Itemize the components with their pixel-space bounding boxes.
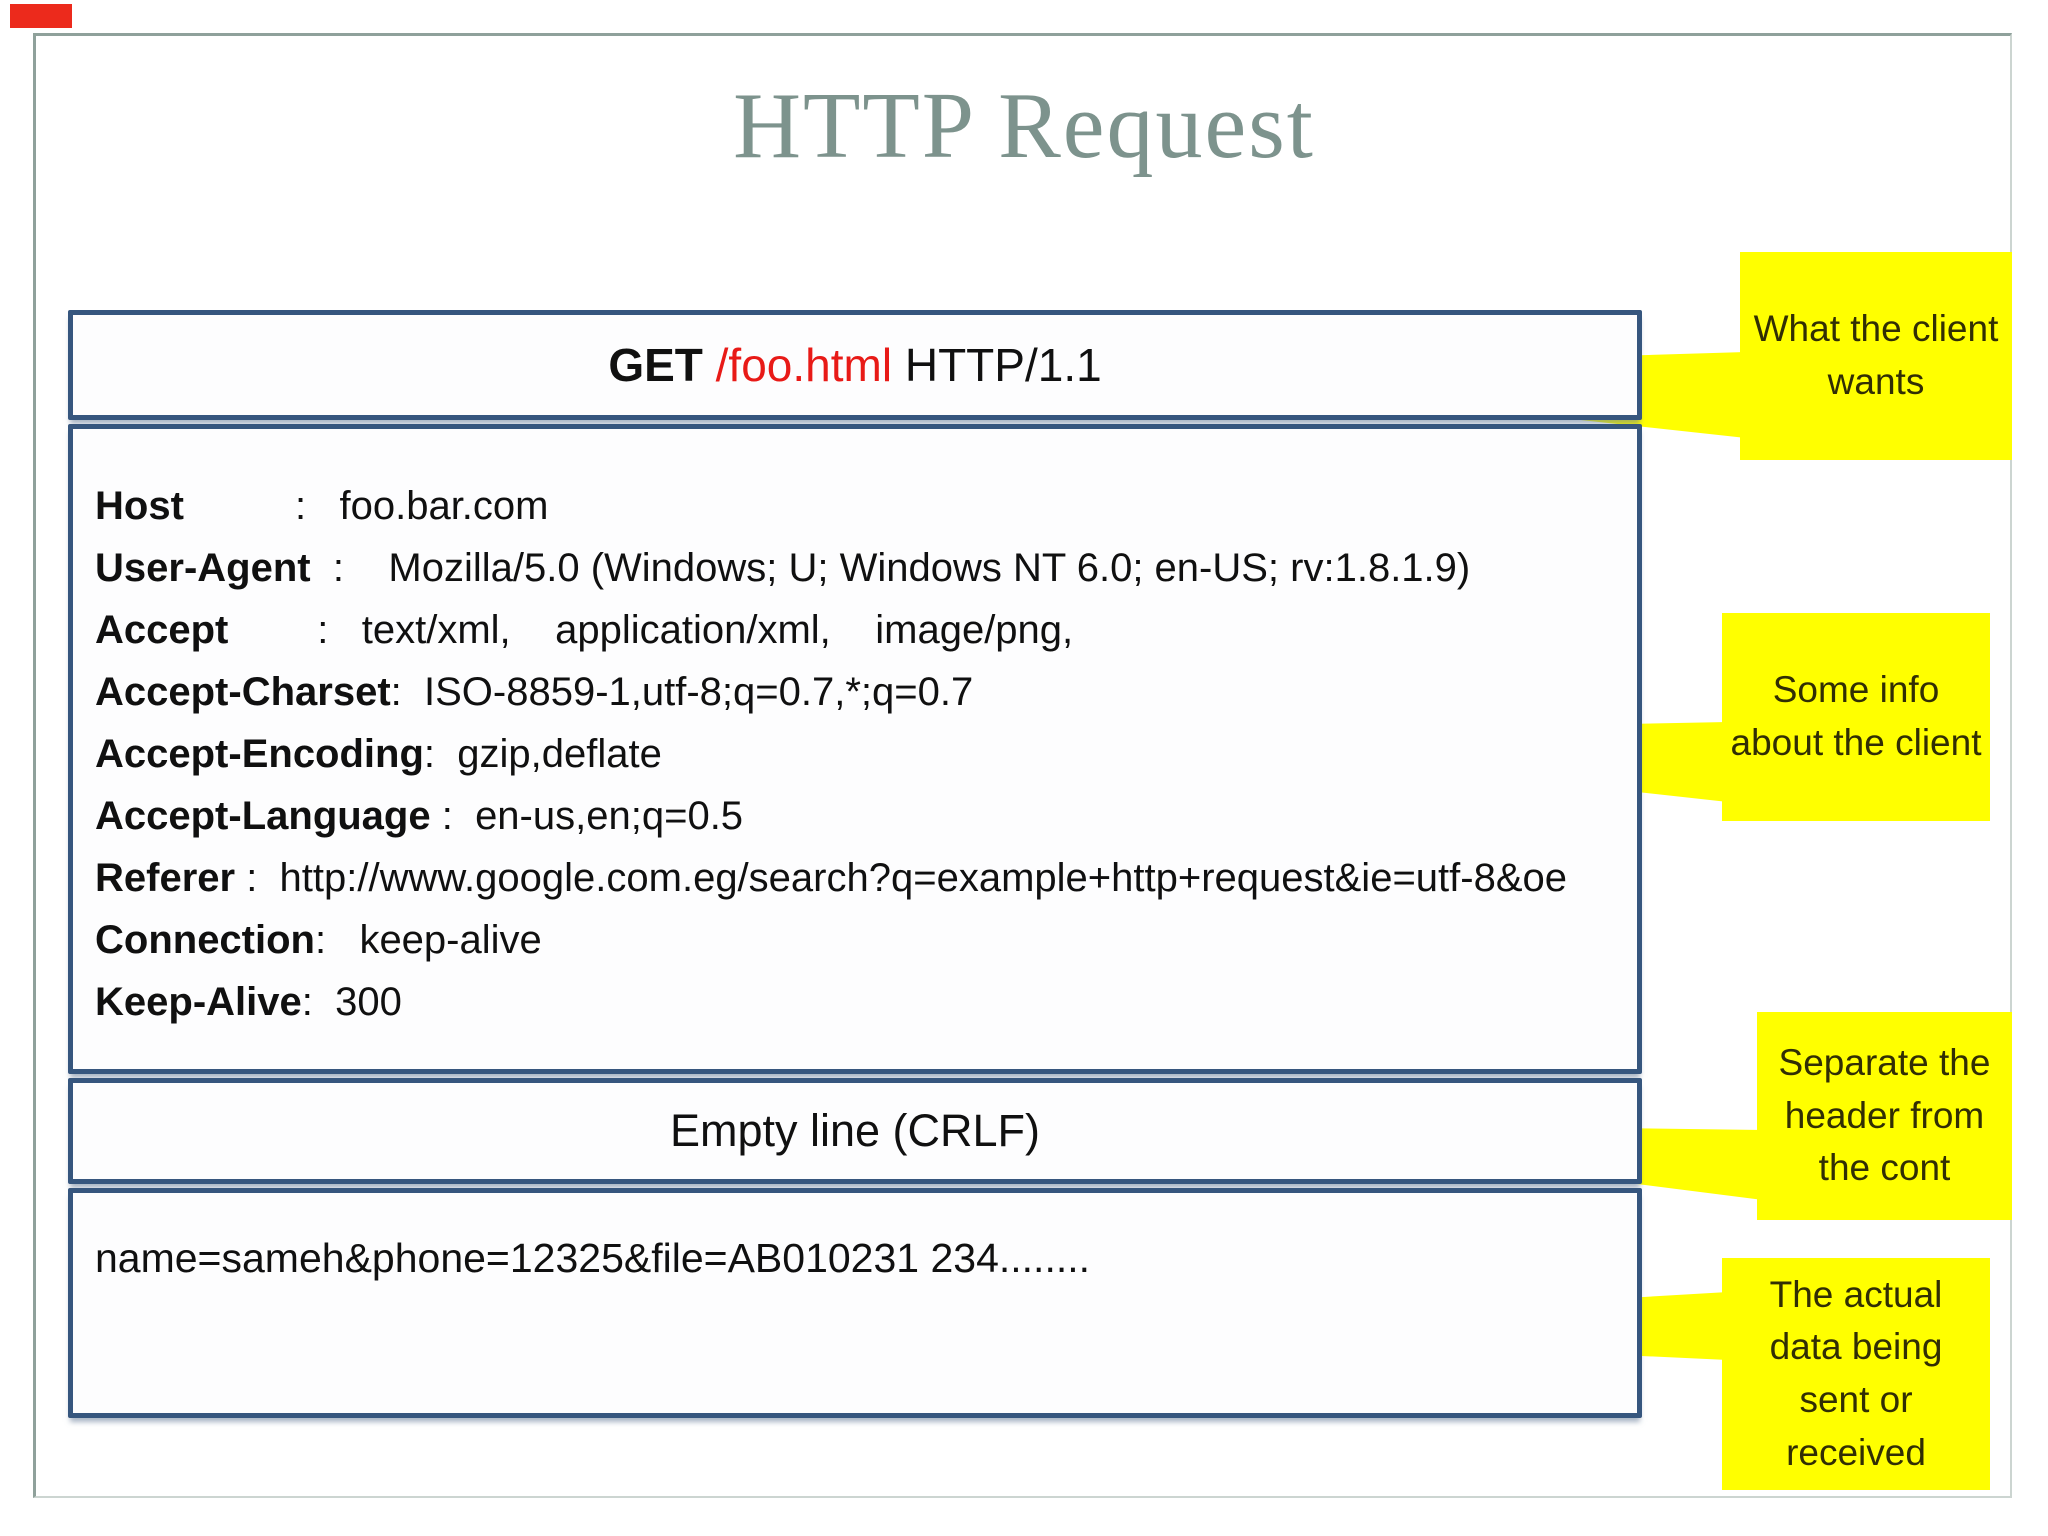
- empty-line-box: Empty line (CRLF): [68, 1078, 1642, 1184]
- red-corner-marker: [10, 4, 72, 28]
- header-line-accept: Accept : text/xml, application/xml, imag…: [95, 608, 1074, 652]
- header-line-user-agent: User-Agent : Mozilla/5.0 (Windows; U; Wi…: [95, 546, 1471, 590]
- request-headers-box: Host : foo.bar.com User-Agent : Mozilla/…: [68, 424, 1642, 1074]
- request-path: /foo.html: [702, 339, 893, 391]
- header-line-accept-language: Accept-Language : en-us,en;q=0.5: [95, 794, 744, 838]
- request-line-box: GET /foo.html HTTP/1.1: [68, 310, 1642, 420]
- request-method: GET: [608, 339, 703, 391]
- callout-what-client-wants: What the client wants: [1740, 252, 2012, 460]
- header-line-accept-charset: Accept-Charset: ISO-8859-1,utf-8;q=0.7,*…: [95, 670, 974, 714]
- request-body-box: name=sameh&phone=12325&file=AB010231 234…: [68, 1188, 1642, 1418]
- callout-separate-header: Separate the header from the cont: [1757, 1012, 2012, 1220]
- page-title: HTTP Request: [733, 74, 1315, 178]
- header-line-accept-encoding: Accept-Encoding: gzip,deflate: [95, 732, 662, 776]
- request-http-version: HTTP/1.1: [892, 339, 1102, 391]
- callout-info-about-client: Some info about the client: [1722, 613, 1990, 821]
- request-body-text: name=sameh&phone=12325&file=AB010231 234…: [95, 1235, 1091, 1281]
- header-line-connection: Connection: keep-alive: [95, 918, 542, 962]
- callout-actual-data: The actual data being sent or received: [1722, 1258, 1990, 1490]
- empty-line-label: Empty line (CRLF): [669, 1105, 1041, 1156]
- header-line-referer: Referer : http://www.google.com.eg/searc…: [95, 856, 1568, 900]
- header-line-keep-alive: Keep-Alive: 300: [95, 980, 402, 1024]
- header-line-host: Host : foo.bar.com: [95, 484, 549, 528]
